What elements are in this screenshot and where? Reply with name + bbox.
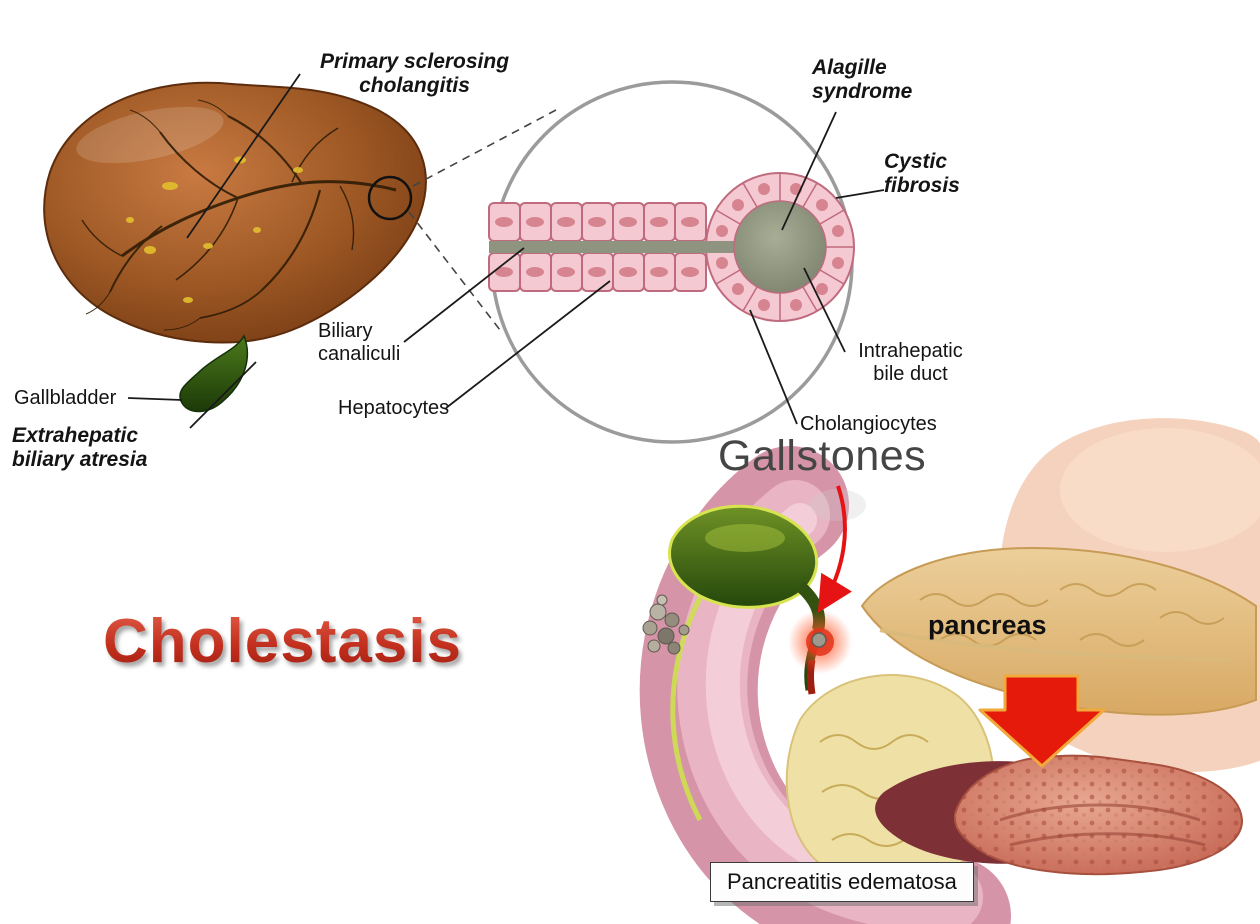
cholangiocytes-label: Cholangiocytes bbox=[800, 413, 937, 435]
liver-sheen bbox=[76, 106, 224, 164]
gallbladder-sheen bbox=[705, 524, 785, 552]
hepatocyte-rows bbox=[488, 202, 707, 292]
pancreas-organ bbox=[860, 546, 1257, 716]
pancreatic-duct bbox=[879, 628, 1231, 662]
pancreas-label: pancreas bbox=[928, 610, 1047, 640]
liver-body bbox=[43, 81, 427, 344]
gallstones-pointer-arrow bbox=[817, 485, 852, 613]
leader-lines bbox=[127, 73, 885, 429]
microscopy-circle bbox=[488, 80, 855, 444]
edematous-pancreas bbox=[875, 754, 1244, 876]
magnification-lines bbox=[408, 109, 557, 331]
pancreatitis-edematosa-label: Pancreatitis edematosa bbox=[710, 862, 974, 902]
bile-duct-tree bbox=[81, 99, 397, 331]
pancreatitis-scene bbox=[639, 418, 1260, 924]
extrahepatic-biliary-atresia-label: Extrahepatic biliary atresia bbox=[12, 424, 148, 472]
gallbladder-label: Gallbladder bbox=[14, 387, 117, 409]
intrahepatic-bile-duct-ring bbox=[489, 172, 855, 322]
hepatocytes-label: Hepatocytes bbox=[338, 397, 450, 419]
cystic-fibrosis-label: Cystic fibrosis bbox=[884, 150, 960, 198]
duct-lumen bbox=[733, 200, 827, 294]
cholangiocyte-nuclei bbox=[716, 183, 844, 311]
page-title: Cholestasis bbox=[103, 607, 463, 676]
intrahepatic-bile-duct-label: Intrahepatic bile duct bbox=[858, 340, 963, 386]
down-arrow bbox=[978, 674, 1106, 768]
magnified-region-circle bbox=[367, 175, 413, 221]
duodenal-bulb-highlight bbox=[1060, 428, 1260, 552]
gallbladder-under-liver bbox=[179, 334, 248, 413]
cholestatic-bile-plugs bbox=[126, 156, 303, 303]
gallstone-cluster bbox=[642, 594, 690, 655]
canaliculus-channel bbox=[489, 241, 740, 253]
primary-sclerosing-cholangitis-label: Primary sclerosing cholangitis bbox=[319, 50, 510, 98]
alagille-syndrome-label: Alagille syndrome bbox=[812, 56, 913, 104]
gallstones-label: Gallstones bbox=[718, 432, 927, 480]
biliary-canaliculi-label: Biliary canaliculi bbox=[318, 320, 401, 366]
impacted-gallstone bbox=[788, 610, 852, 674]
liver-illustration bbox=[43, 81, 427, 413]
